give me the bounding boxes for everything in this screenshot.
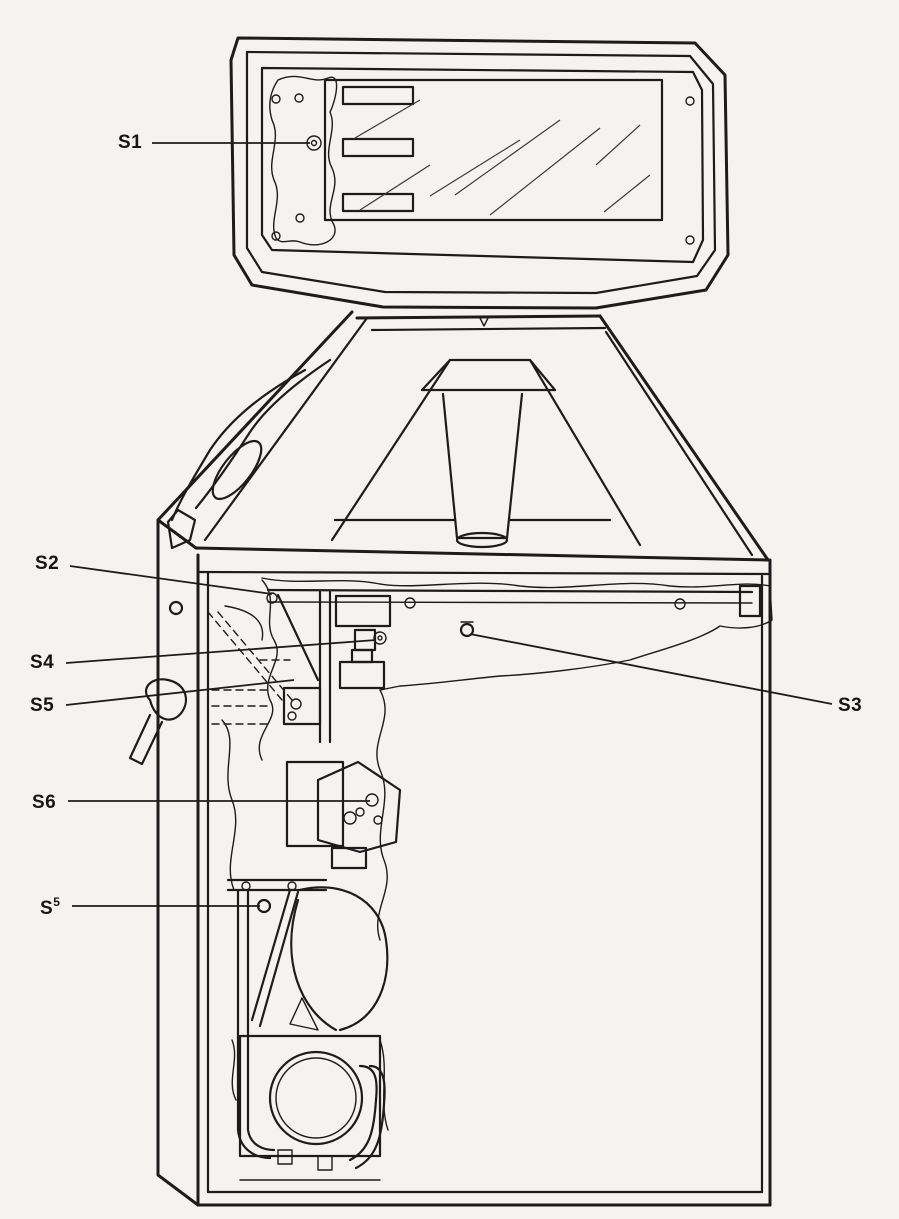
label-s4: S4: [30, 652, 54, 673]
display-head: [229, 36, 730, 310]
label-s2: S2: [35, 553, 59, 574]
callout-s6: S6: [32, 792, 370, 813]
callout-s3: S3: [469, 633, 862, 716]
internals: [207, 577, 773, 1181]
label-s5-lower: S5: [40, 895, 60, 919]
cabinet: [128, 518, 772, 1207]
label-s1: S1: [118, 132, 142, 153]
callout-s1: S1: [118, 132, 310, 153]
callout-s4: S4: [30, 639, 377, 673]
label-s3: S3: [838, 695, 862, 716]
hood: [156, 310, 770, 562]
label-s5-lower-letter: S: [40, 898, 53, 919]
glass-reflection: [354, 99, 651, 216]
label-s5-lower-superscript: 5: [53, 895, 60, 909]
label-s5: S5: [30, 695, 54, 716]
callout-s2: S2: [35, 553, 273, 595]
callout-s5-upper: S5: [30, 679, 295, 716]
callout-s5-lower: S5: [40, 895, 260, 919]
label-s6: S6: [32, 792, 56, 813]
